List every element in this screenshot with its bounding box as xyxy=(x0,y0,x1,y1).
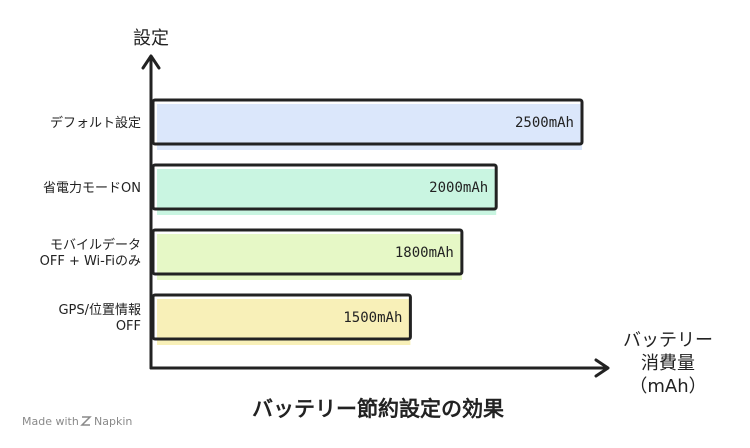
x-axis-title-line-2: 消費量 xyxy=(641,353,695,374)
bar-value-label-4: 1500mAh xyxy=(343,310,402,326)
y-axis-arrow xyxy=(141,54,161,70)
x-axis-title-line-3: （mAh） xyxy=(629,376,706,397)
watermark-made-with: Made with xyxy=(22,415,79,428)
category-label-4-line-1: GPS/位置情報 xyxy=(58,303,141,318)
bars-group: 2500mAh デフォルト設定 2000mAh 省電力モードON 1800mAh モバイル… xyxy=(40,98,584,345)
napkin-logo-icon xyxy=(80,416,92,426)
bar-outline-1 xyxy=(151,98,584,146)
category-label-3-line-1: モバイルデータ xyxy=(50,237,141,253)
category-label-2: 省電力モードON xyxy=(43,181,141,196)
bar-value-label-1: 2500mAh xyxy=(515,115,574,131)
bar-outline-3 xyxy=(151,228,464,276)
bar-fill-4 xyxy=(157,299,411,345)
bar-fill-1 xyxy=(157,104,582,150)
napkin-watermark: Made with Napkin xyxy=(22,415,132,428)
y-axis-title: 設定 xyxy=(133,28,169,49)
category-label-4-line-2: OFF xyxy=(116,319,141,334)
x-axis-arrow xyxy=(594,358,610,378)
bar-fill-2 xyxy=(157,169,497,215)
category-label-3-line-2: OFF + Wi-Fiのみ xyxy=(40,254,141,269)
bar-outline-2 xyxy=(151,163,498,211)
bar-outline-4 xyxy=(151,293,412,341)
chart-title: バッテリー節約設定の効果 xyxy=(252,397,504,421)
watermark-brand: Napkin xyxy=(94,415,132,428)
bar-fill-3 xyxy=(157,234,462,280)
category-label-1: デフォルト設定 xyxy=(50,115,141,131)
bar-value-label-2: 2000mAh xyxy=(429,180,488,196)
bar-value-label-3: 1800mAh xyxy=(395,245,454,261)
x-axis-title-line-1: バッテリー xyxy=(623,330,713,351)
